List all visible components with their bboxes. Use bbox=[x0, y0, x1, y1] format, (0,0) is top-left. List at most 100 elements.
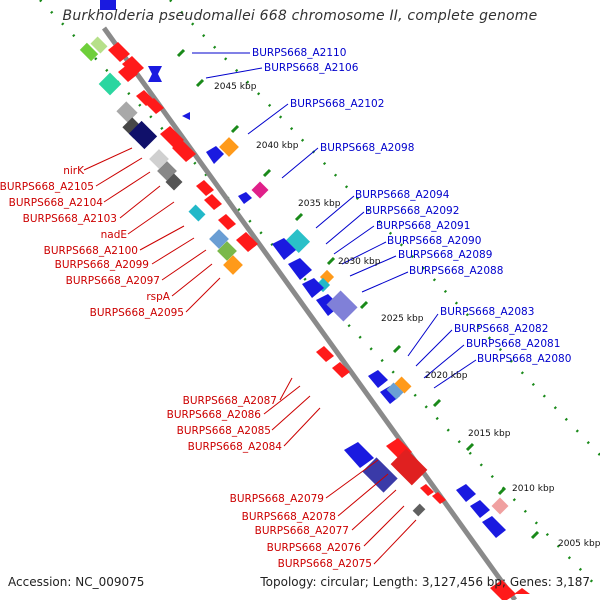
gene-arrow bbox=[238, 192, 252, 204]
reverse-leader-lines bbox=[192, 52, 477, 389]
reverse-genes bbox=[100, 0, 509, 538]
gene-arrow bbox=[368, 370, 388, 388]
gene-label: BURPS668_A2092 bbox=[365, 205, 459, 217]
gene-label: BURPS668_A2105 bbox=[0, 181, 94, 193]
kbp-label: 2020 kbp bbox=[425, 371, 468, 381]
gene-block bbox=[128, 120, 158, 150]
gene-label: rspA bbox=[146, 291, 170, 303]
gene-arrow bbox=[302, 278, 324, 298]
gene-arrow bbox=[172, 140, 196, 162]
gene-block bbox=[491, 497, 509, 515]
kbp-label: 2015 kbp bbox=[468, 429, 511, 439]
gene-arrow bbox=[482, 516, 506, 538]
gene-block bbox=[188, 204, 206, 222]
gene-label: BURPS668_A2102 bbox=[290, 98, 384, 110]
gene-arrow bbox=[218, 214, 236, 230]
reverse-gene-labels: BURPS668_A2110 BURPS668_A2106 BURPS668_A… bbox=[252, 47, 571, 365]
gene-block bbox=[251, 181, 269, 199]
gene-label: BURPS668_A2094 bbox=[355, 189, 450, 201]
gene-label: nirK bbox=[63, 165, 85, 177]
gene-block bbox=[90, 36, 108, 54]
gene-block bbox=[149, 149, 169, 169]
gene-label: BURPS668_A2106 bbox=[264, 62, 359, 74]
kbp-label: 2030 kbp bbox=[338, 257, 381, 267]
gene-block bbox=[165, 173, 183, 191]
genome-summary-text: Topology: circular; Length: 3,127,456 bp… bbox=[260, 575, 590, 589]
gene-label: BURPS668_A2078 bbox=[242, 511, 336, 523]
gene-block bbox=[412, 503, 426, 517]
gene-label: BURPS668_A2110 bbox=[252, 47, 346, 59]
gene-label: BURPS668_A2089 bbox=[398, 249, 492, 261]
gene-label: BURPS668_A2082 bbox=[454, 323, 548, 335]
kbp-label: 2045 kbp bbox=[214, 82, 257, 92]
gene-label: BURPS668_A2080 bbox=[477, 353, 571, 365]
gene-label: BURPS668_A2088 bbox=[409, 265, 503, 277]
gene-arrow bbox=[380, 386, 400, 404]
gene-arrow bbox=[470, 500, 490, 518]
kbp-label: 2025 kbp bbox=[381, 314, 424, 324]
forward-gene-labels: nirK BURPS668_A2105 BURPS668_A2104 BURPS… bbox=[0, 165, 372, 570]
gene-arrow bbox=[108, 42, 130, 62]
gene-block bbox=[116, 101, 138, 123]
gene-block bbox=[100, 0, 116, 10]
gene-label: BURPS668_A2085 bbox=[177, 425, 271, 437]
gene-arrow bbox=[196, 180, 214, 196]
scale-ticks bbox=[176, 48, 540, 540]
gene-arrow bbox=[236, 232, 258, 252]
kbp-label: 2005 kbp bbox=[558, 539, 600, 549]
gene-block bbox=[223, 255, 243, 275]
gene-arrow bbox=[344, 442, 374, 468]
gene-block bbox=[79, 42, 99, 62]
gene-arrow bbox=[420, 484, 434, 496]
kbp-label: 2040 kbp bbox=[256, 141, 299, 151]
scale-labels: 2045 kbp 2040 kbp 2035 kbp 2030 kbp 2025… bbox=[214, 82, 600, 549]
gene-label: BURPS668_A2075 bbox=[278, 558, 372, 570]
gene-block bbox=[219, 137, 239, 157]
gene-block bbox=[217, 241, 237, 261]
gene-arrow bbox=[456, 484, 476, 502]
gene-label: BURPS668_A2079 bbox=[230, 493, 324, 505]
gene-block bbox=[386, 382, 404, 400]
gene-block bbox=[98, 72, 122, 96]
gene-block bbox=[394, 376, 412, 394]
gene-label: BURPS668_A2103 bbox=[23, 213, 117, 225]
gene-label: BURPS668_A2100 bbox=[44, 245, 138, 257]
gene-label: BURPS668_A2086 bbox=[167, 409, 262, 421]
gene-arrow bbox=[316, 346, 334, 362]
chromosome-backbone bbox=[101, 26, 518, 600]
gene-arrow bbox=[160, 126, 184, 148]
gene-arrow bbox=[118, 64, 138, 82]
gene-label: BURPS668_A2077 bbox=[255, 525, 349, 537]
gene-arrow bbox=[206, 146, 224, 164]
gene-arrow bbox=[432, 492, 446, 504]
gene-label: BURPS668_A2090 bbox=[387, 235, 481, 247]
kbp-label: 2010 kbp bbox=[512, 484, 555, 494]
gene-arrow bbox=[514, 588, 530, 594]
map-title: Burkholderia pseudomallei 668 chromosome… bbox=[62, 8, 538, 24]
kbp-label: 2035 kbp bbox=[298, 199, 341, 209]
gene-arrow bbox=[490, 580, 516, 600]
gene-label: BURPS668_A2099 bbox=[55, 259, 149, 271]
gene-arrow bbox=[204, 194, 222, 210]
accession-text: Accession: NC_009075 bbox=[8, 575, 145, 589]
gene-label: BURPS668_A2081 bbox=[466, 338, 560, 350]
forward-genes bbox=[79, 36, 530, 600]
gene-arrow bbox=[146, 98, 164, 114]
gene-block bbox=[285, 228, 311, 254]
gene-label: BURPS668_A2083 bbox=[440, 306, 534, 318]
gene-arrow bbox=[288, 258, 312, 280]
gene-block bbox=[362, 457, 398, 493]
gene-label: nadE bbox=[101, 229, 127, 241]
gene-label: BURPS668_A2098 bbox=[320, 142, 414, 154]
forward-leader-lines bbox=[83, 147, 417, 565]
gene-arrow bbox=[148, 66, 162, 82]
gene-block bbox=[390, 448, 428, 486]
gene-arrow bbox=[332, 362, 350, 378]
gene-arrow bbox=[182, 112, 190, 120]
gene-block bbox=[209, 229, 229, 249]
gene-label: BURPS668_A2091 bbox=[376, 220, 470, 232]
gene-label: BURPS668_A2076 bbox=[267, 542, 362, 554]
gene-label: BURPS668_A2104 bbox=[9, 197, 104, 209]
gene-label: BURPS668_A2087 bbox=[183, 395, 277, 407]
